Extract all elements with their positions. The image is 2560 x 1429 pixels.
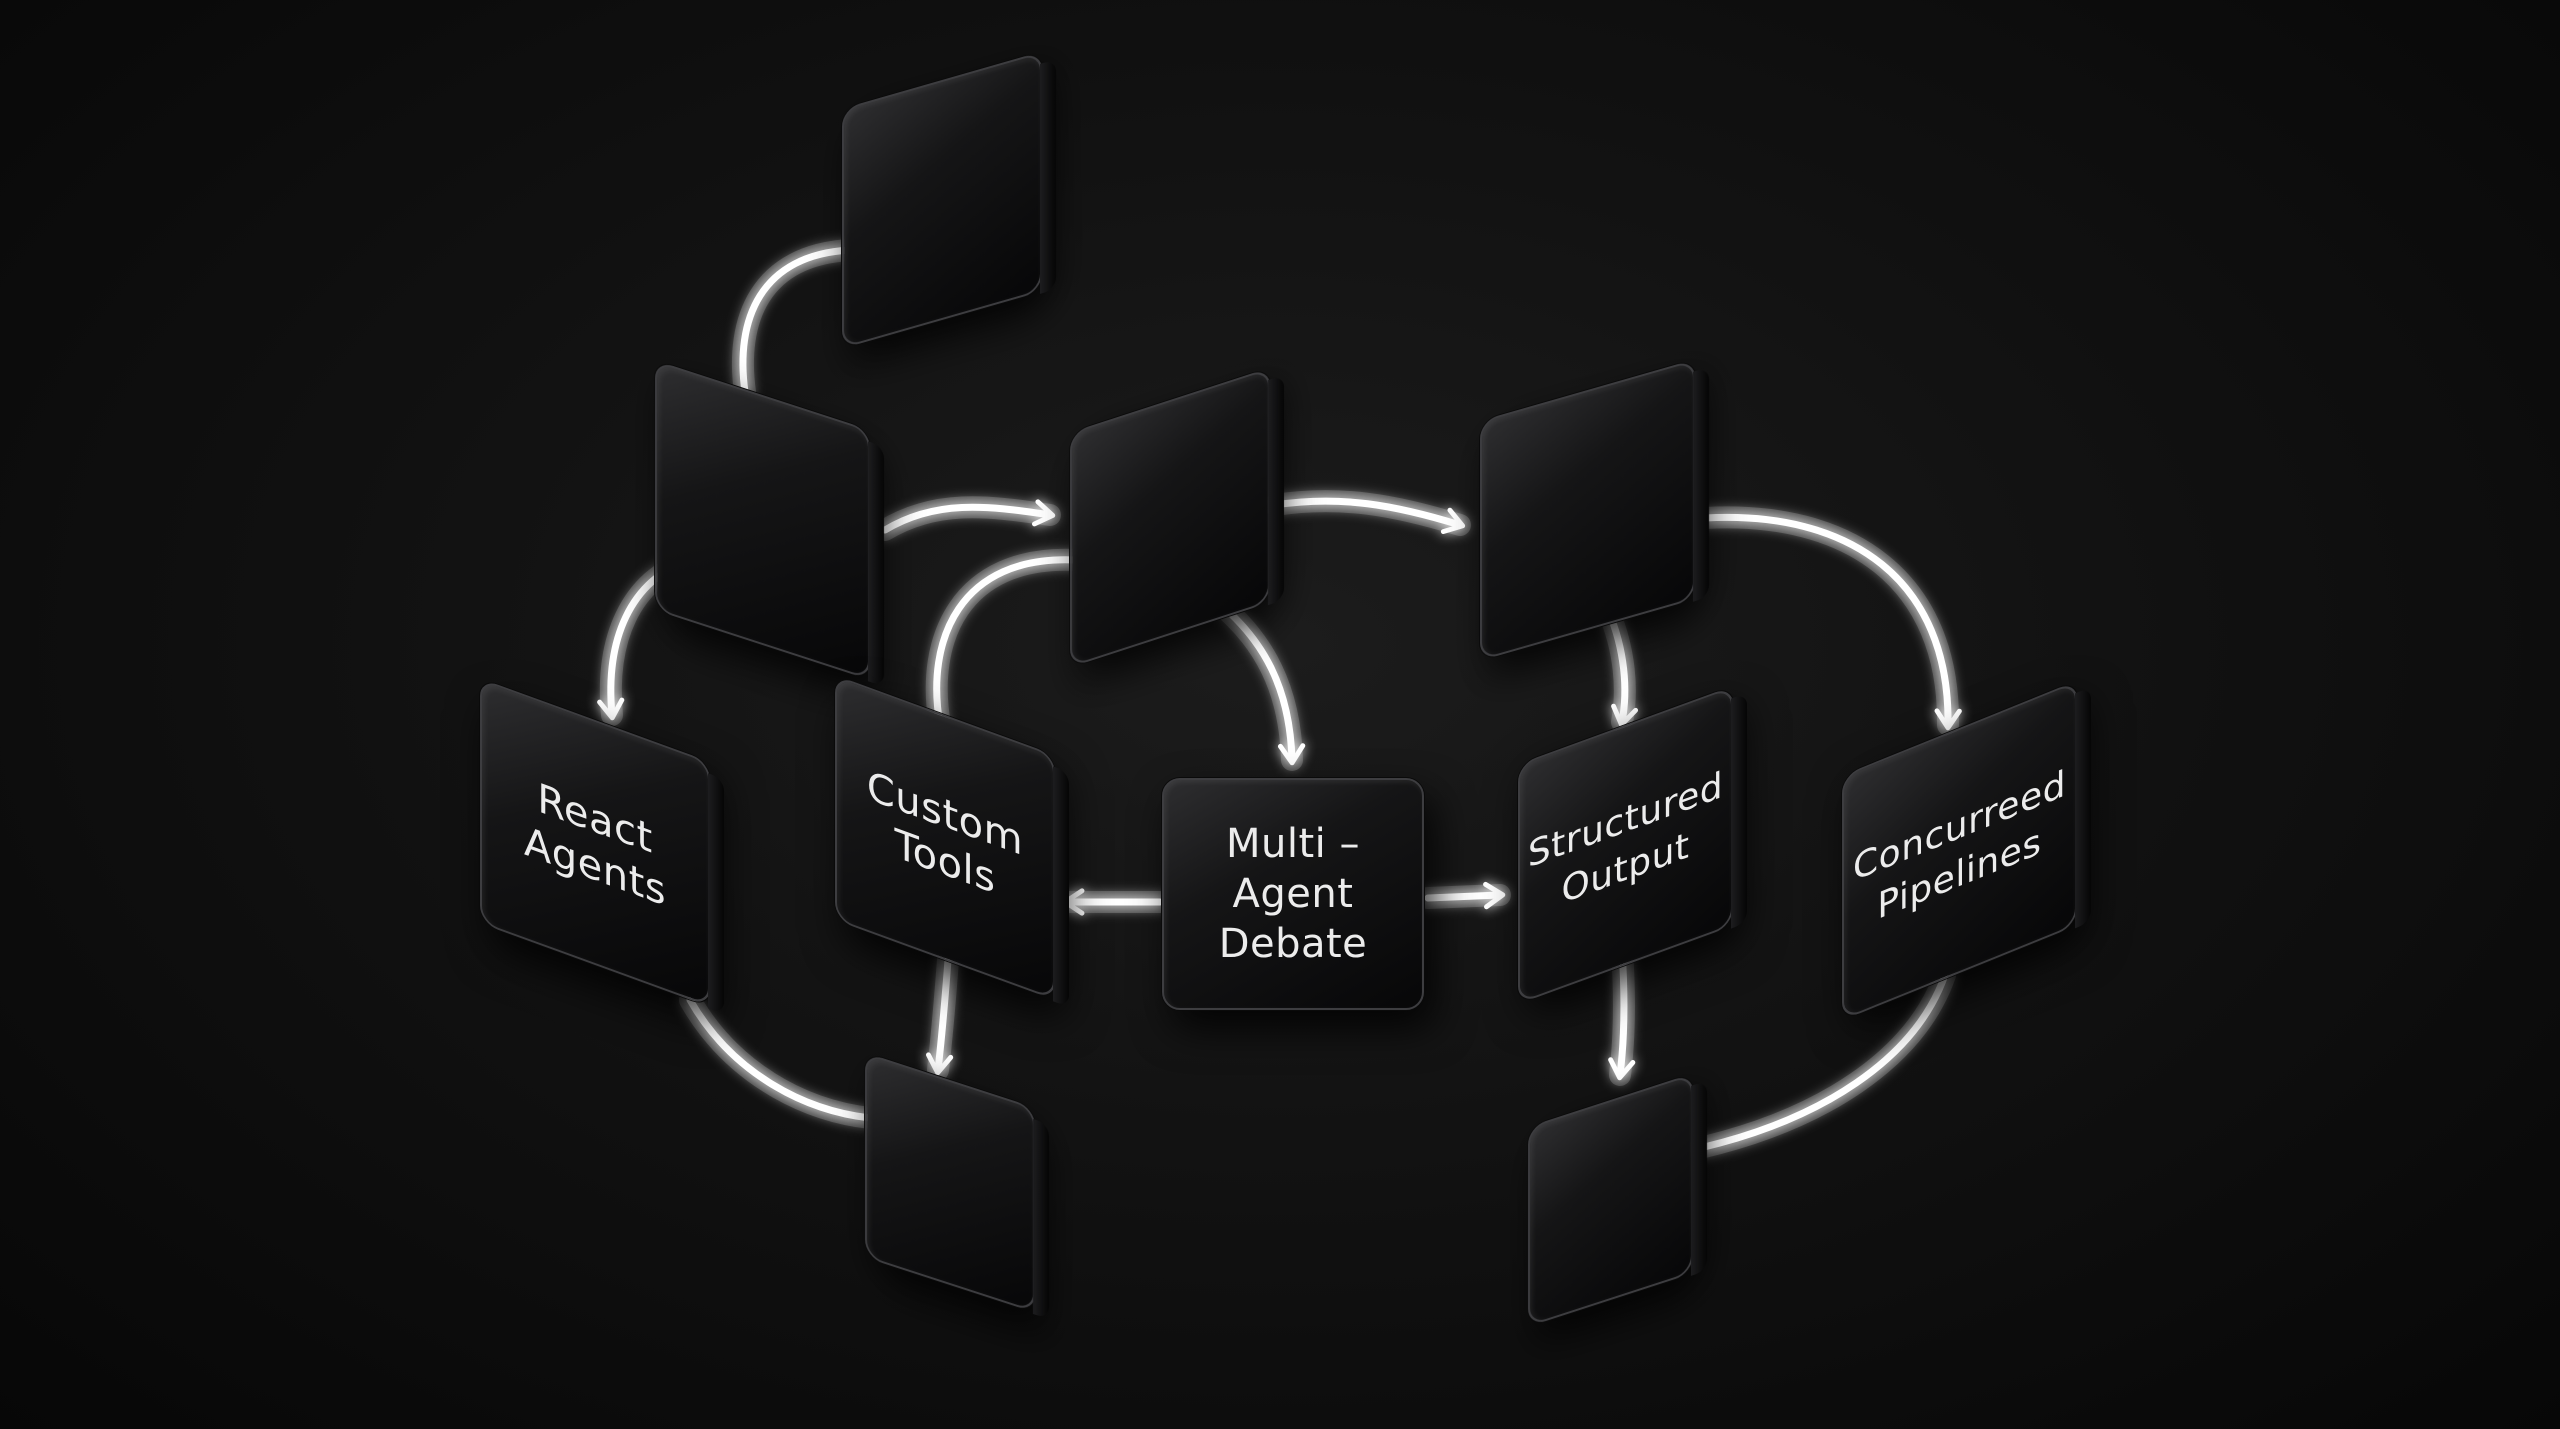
connector-tools-to-bottom-line [926, 956, 954, 1076]
node-label: Multi – Agent Debate [1218, 821, 1368, 967]
connector-bottom-left-ring-line [686, 996, 874, 1122]
connector-inner-loop-line [933, 556, 1079, 729]
connector-inner-loop [925, 548, 1086, 736]
connector-right-to-pipelines-line [1701, 513, 1962, 731]
connector-top-loop-line [739, 246, 854, 396]
connector-right-to-pipelines [1694, 506, 1960, 736]
connector-left-to-center-top-line [881, 499, 1056, 534]
node-multi-agent-debate: Multi – Agent Debate [1162, 778, 1424, 1010]
connector-bottom-left-ring [679, 989, 881, 1129]
connector-bottom-right-ring [1689, 964, 1956, 1159]
connector-center-to-debate [1204, 589, 1303, 771]
connector-bottom-right-ring-line [1696, 971, 1949, 1152]
connector-top-loop [731, 239, 861, 403]
connector-structured-to-bottom-line [1608, 946, 1636, 1081]
connector-debate-to-structured-line [1424, 881, 1506, 910]
connector-center-to-right-top-line [1271, 497, 1466, 535]
